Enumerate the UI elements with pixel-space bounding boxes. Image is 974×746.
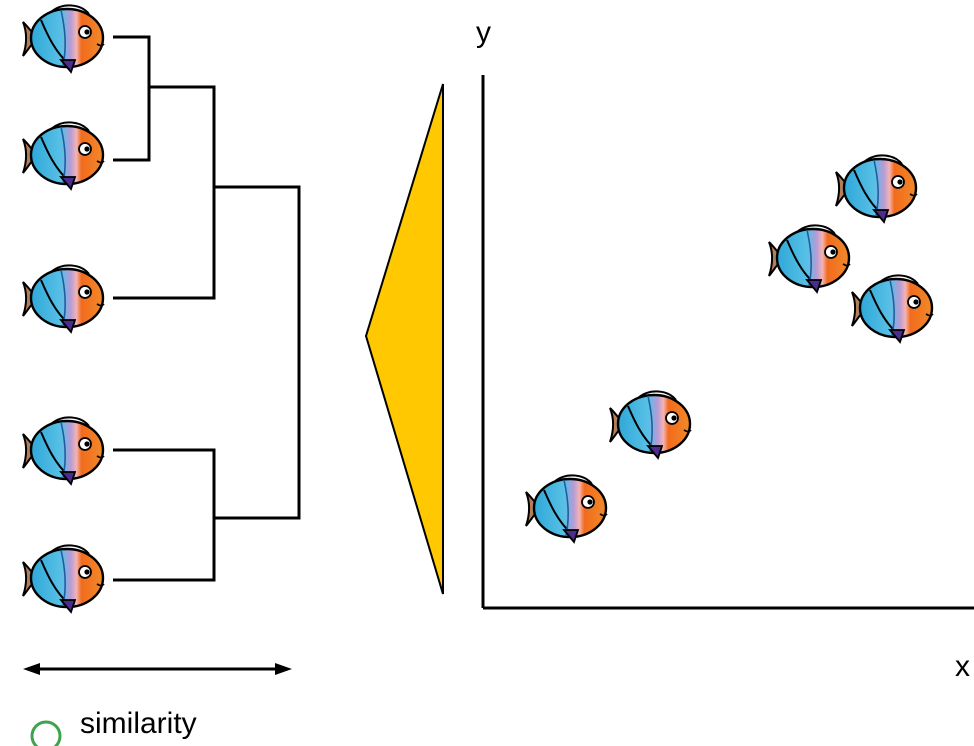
dendrogram-branch-1-2 xyxy=(113,35,151,162)
dendrogram-branch-12-3 xyxy=(113,85,216,300)
fish-icon xyxy=(21,4,106,74)
fish-icon xyxy=(767,224,852,294)
fish-icon xyxy=(21,121,106,191)
fish-icon xyxy=(21,544,106,614)
dendrogram xyxy=(113,35,301,582)
fish-icon xyxy=(21,264,106,334)
scatter-axes xyxy=(481,75,974,610)
circle-icon xyxy=(30,720,62,746)
y-axis-label: y xyxy=(476,16,491,49)
double-arrow xyxy=(23,663,292,675)
fish-icon xyxy=(524,474,609,544)
fish-icon xyxy=(21,416,106,486)
fish-icon xyxy=(834,154,919,224)
fish-icon xyxy=(850,274,935,344)
fish-icon xyxy=(608,390,693,460)
dendrogram-branch-root xyxy=(214,185,301,520)
similarity-label: similarity xyxy=(80,707,197,740)
wedge-triangle xyxy=(364,83,444,595)
dendrogram-branch-4-5 xyxy=(113,448,216,582)
x-axis-label: x xyxy=(955,650,970,683)
